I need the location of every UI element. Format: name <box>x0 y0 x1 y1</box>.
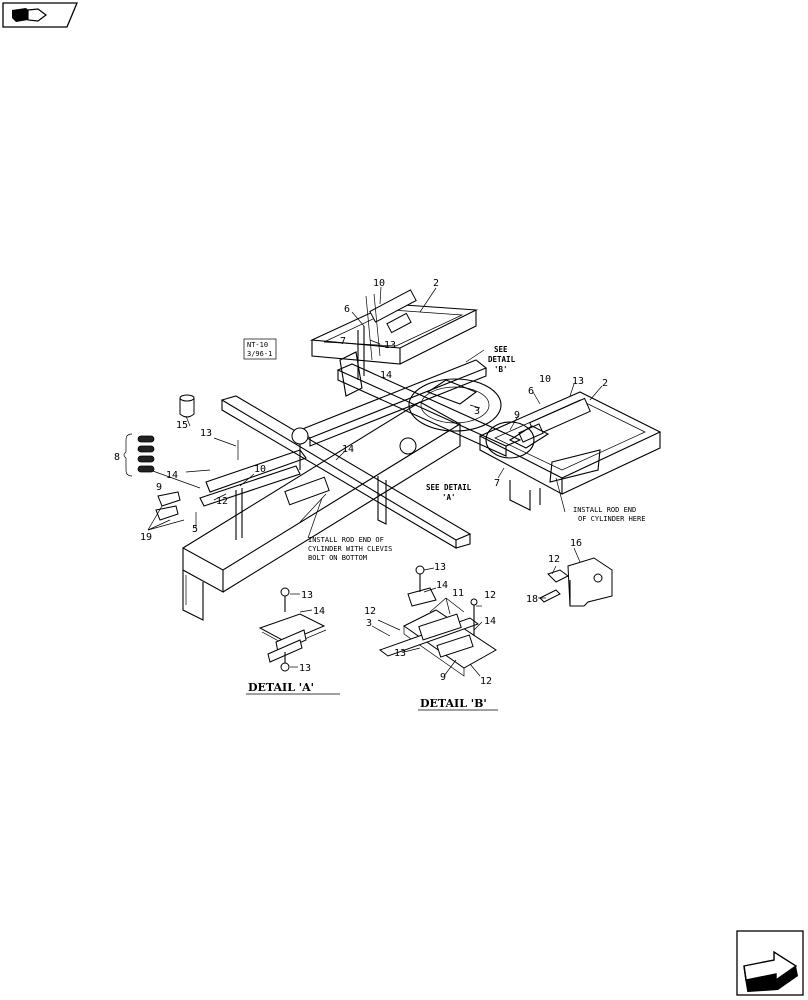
page-back-arrow-icon <box>2 2 78 28</box>
callout-10-right: 10 <box>539 374 551 385</box>
callout-10: 10 <box>373 278 385 289</box>
bracket-16-17-18 <box>538 547 613 607</box>
detail-b-callout-14: 14 <box>436 580 448 591</box>
detail-b-drawing <box>371 565 498 711</box>
main-frame <box>181 351 522 621</box>
callout-numbers: 10 2 6 7 13 14 3 9 10 13 2 6 7 14 15 13 … <box>114 278 608 687</box>
callout-17: 12 <box>548 554 560 565</box>
detail-b-callout-14-right: 14 <box>484 616 496 627</box>
callout-3: 3 <box>474 406 480 417</box>
stamp-box: NT-10 3/96-1 <box>243 338 277 360</box>
detail-a-drawing <box>246 587 340 695</box>
detail-b-callout-6: 12 <box>364 606 376 617</box>
stamp-line-1: NT-10 <box>247 341 268 349</box>
page-forward-arrow-icon <box>736 930 804 996</box>
note-see-detail-b-2: DETAIL <box>488 355 516 364</box>
callout-2-right: 2 <box>602 378 608 389</box>
note-install-left-1: INSTALL ROD END OF <box>308 536 384 544</box>
callout-6: 6 <box>344 304 350 315</box>
note-see-detail-b-3: 'B' <box>494 365 508 374</box>
detail-b-callout-13: 13 <box>434 562 446 573</box>
detail-b-callout-13-right: 12 <box>484 590 496 601</box>
callout-14-center: 14 <box>342 444 354 455</box>
part-19-clips <box>147 491 185 531</box>
left-arm-assembly <box>149 427 417 540</box>
detail-b-callout-3: 13 <box>394 648 406 659</box>
part-15-cap <box>179 394 195 418</box>
note-see-detail-a-2: 'A' <box>442 493 456 502</box>
part-8-hose-bundle <box>123 433 155 477</box>
detail-b-callout-11: 11 <box>452 588 464 599</box>
callout-9-left: 9 <box>156 482 162 493</box>
detail-b-callout-9: 9 <box>440 672 446 683</box>
callout-7-right: 7 <box>494 478 500 489</box>
callout-2: 2 <box>433 278 439 289</box>
callout-5: 5 <box>192 524 198 535</box>
note-install-right-1: INSTALL ROD END <box>573 506 636 514</box>
callout-19: 19 <box>140 532 152 543</box>
callout-10-left: 10 <box>254 464 266 475</box>
callout-14: 14 <box>380 370 392 381</box>
next-page-button[interactable] <box>736 930 804 996</box>
detail-b-callout-7: 3 <box>366 618 372 629</box>
note-install-left-3: BOLT ON BOTTOM <box>308 554 367 562</box>
callout-15: 15 <box>176 420 188 431</box>
previous-page-button[interactable] <box>2 2 78 28</box>
diagram-notes: SEE DETAIL 'B' SEE DETAIL 'A' INSTALL RO… <box>308 345 645 562</box>
detail-b-title: DETAIL 'B' <box>420 697 487 710</box>
detail-a-callout-14: 14 <box>313 606 325 617</box>
note-install-right-2: OF CYLINDER HERE <box>578 515 645 523</box>
leader-lines <box>185 286 603 539</box>
right-platform <box>478 391 662 511</box>
callout-13: 13 <box>384 340 396 351</box>
callout-7: 7 <box>340 336 346 347</box>
callout-6-right: 6 <box>528 386 534 397</box>
note-see-detail-b-1: SEE <box>494 345 508 354</box>
callout-12-left: 12 <box>216 496 228 507</box>
center-wheel-assembly <box>408 378 550 459</box>
detail-a-callout-13-top: 13 <box>301 590 313 601</box>
callout-16: 16 <box>570 538 582 549</box>
note-see-detail-a: SEE DETAIL <box>426 483 472 492</box>
callout-13-right: 13 <box>572 376 584 387</box>
top-platform <box>309 289 479 380</box>
detail-a-title: DETAIL 'A' <box>248 681 314 694</box>
detail-a-callout-13-bottom: 13 <box>299 663 311 674</box>
note-install-left-2: CYLINDER WITH CLEVIS <box>308 545 392 553</box>
callout-14-left: 14 <box>166 470 178 481</box>
callout-18: 18 <box>526 594 538 605</box>
stamp-line-2: 3/96-1 <box>247 350 272 358</box>
callout-8: 8 <box>114 452 120 463</box>
callout-9: 9 <box>514 410 520 421</box>
callout-13-left: 13 <box>200 428 212 439</box>
detail-b-callout-12: 12 <box>480 676 492 687</box>
